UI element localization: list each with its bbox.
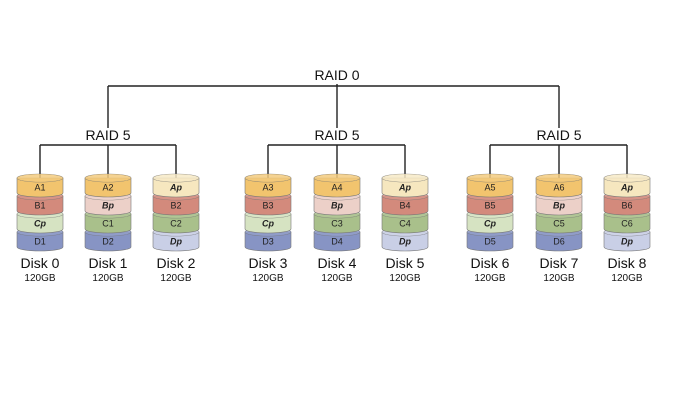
segment-label: D5 [484, 237, 496, 247]
segment-label: Ap [398, 183, 411, 193]
disk-segment: B3 [244, 191, 292, 216]
segment-label: B1 [34, 201, 45, 211]
segment-label: D2 [102, 237, 114, 247]
raid5-label: RAID 5 [85, 127, 130, 143]
segment-label: C2 [170, 219, 182, 229]
raid5-label: RAID 5 [314, 127, 359, 143]
disk-capacity: 120GB [160, 273, 191, 284]
disk-segment: Ap [381, 173, 429, 198]
disk-segment: A5 [466, 173, 514, 198]
disk-segment: A6 [535, 173, 583, 198]
disk-capacity: 120GB [252, 273, 283, 284]
disk-segment: Ap [152, 173, 200, 198]
segment-label: Bp [331, 201, 343, 211]
segment-label: C6 [621, 219, 633, 229]
disk-name: Disk 0 [21, 255, 60, 271]
raid0-label: RAID 0 [314, 67, 359, 83]
segment-label: D6 [553, 237, 565, 247]
segment-label: Dp [399, 237, 411, 247]
disk-segment: A3 [244, 173, 292, 198]
disk-name: Disk 7 [540, 255, 579, 271]
disk-name: Disk 4 [318, 255, 357, 271]
segment-label: A3 [262, 183, 273, 193]
segment-label: Cp [262, 219, 274, 229]
segment-label: B2 [170, 201, 181, 211]
segment-label: C1 [102, 219, 114, 229]
segment-label: C4 [399, 219, 411, 229]
segment-label: Bp [102, 201, 114, 211]
segment-label: Dp [621, 237, 633, 247]
disk-segment: Ap [603, 173, 651, 198]
segment-label: Ap [169, 183, 182, 193]
disk-capacity: 120GB [92, 273, 123, 284]
segment-label: B6 [621, 201, 632, 211]
disk-name: Disk 8 [608, 255, 647, 271]
segment-label: C5 [553, 219, 565, 229]
disk-name: Disk 1 [89, 255, 128, 271]
disk-name: Disk 2 [157, 255, 196, 271]
tree-connectors [39, 84, 628, 178]
segment-label: D3 [262, 237, 274, 247]
disk-capacity: 120GB [474, 273, 505, 284]
disk-capacity: 120GB [24, 273, 55, 284]
segment-label: B5 [484, 201, 495, 211]
disk-segment: A2 [84, 173, 132, 198]
segment-label: A6 [553, 183, 564, 193]
disk-capacity: 120GB [543, 273, 574, 284]
disk-name: Disk 3 [249, 255, 288, 271]
segment-label: Ap [620, 183, 633, 193]
disk-capacity: 120GB [611, 273, 642, 284]
raid5-label: RAID 5 [536, 127, 581, 143]
disk-segment: A4 [313, 173, 361, 198]
segment-label: Bp [553, 201, 565, 211]
segment-label: A2 [102, 183, 113, 193]
segment-label: B4 [399, 201, 410, 211]
segment-label: A1 [34, 183, 45, 193]
segment-label: D4 [331, 237, 343, 247]
disk-capacity: 120GB [389, 273, 420, 284]
segment-label: B3 [262, 201, 273, 211]
segment-label: Cp [34, 219, 46, 229]
segment-label: D1 [34, 237, 46, 247]
segment-label: C3 [331, 219, 343, 229]
disk-segment: A1 [16, 173, 64, 198]
segment-label: A4 [331, 183, 342, 193]
segment-label: Dp [170, 237, 182, 247]
disk-name: Disk 5 [386, 255, 425, 271]
disk-capacity: 120GB [321, 273, 352, 284]
segment-label: Cp [484, 219, 496, 229]
disk-name: Disk 6 [471, 255, 510, 271]
segment-label: A5 [484, 183, 495, 193]
